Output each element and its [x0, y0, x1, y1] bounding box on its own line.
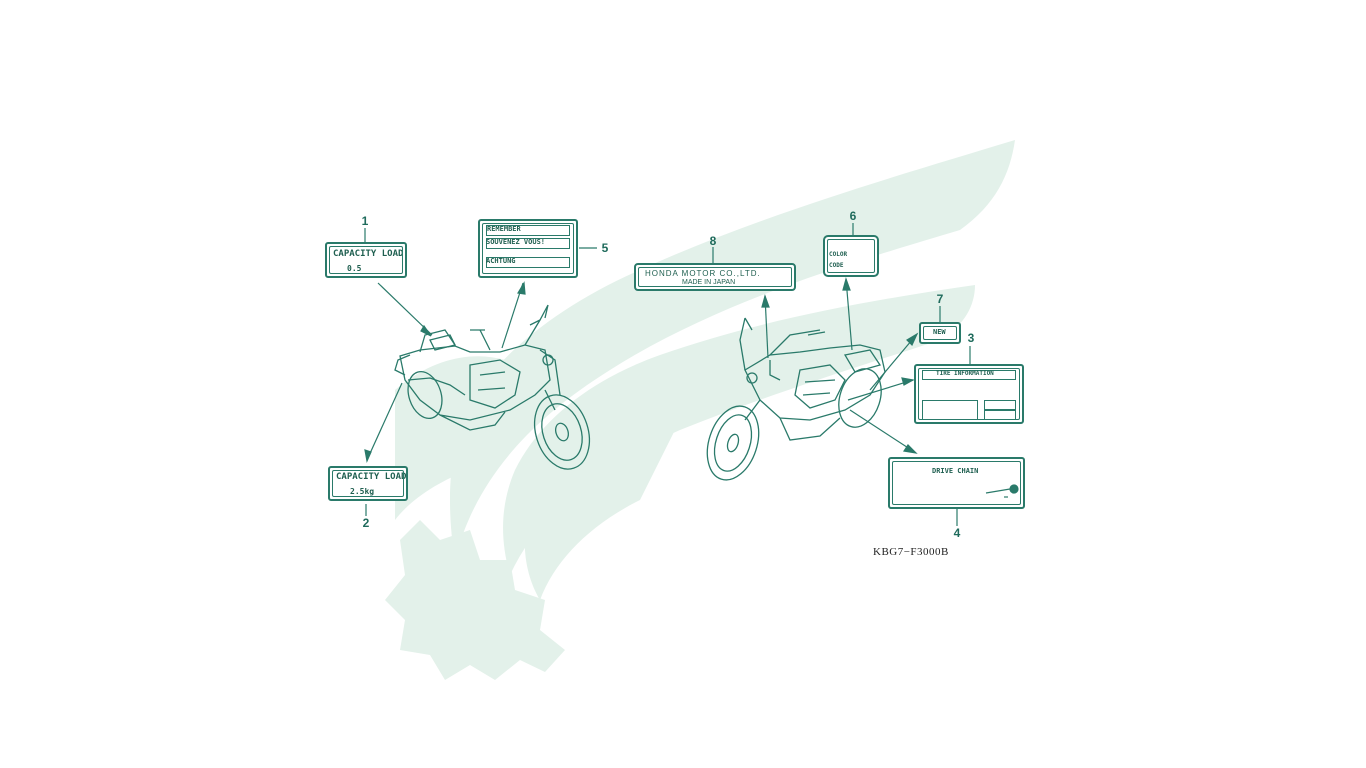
- tire-row-right-2: [984, 410, 1016, 420]
- achtung-row: [486, 257, 570, 268]
- new-text: NEW: [933, 328, 946, 336]
- callout-5: 5: [601, 241, 609, 255]
- achtung-text: ACHTUNG: [486, 257, 516, 265]
- chain-adjuster-icon: [985, 484, 1019, 498]
- capacity-load-title: CAPACITY LOAD: [333, 249, 404, 259]
- callout-8: 8: [709, 234, 717, 248]
- honda-motor-label: HONDA MOTOR CO.,LTD. MADE IN JAPAN: [634, 263, 796, 291]
- right-motorcycle: [706, 317, 886, 481]
- capacity-load-title: CAPACITY LOAD: [336, 472, 407, 482]
- wing-middle: [503, 285, 975, 575]
- tire-title-row: [922, 370, 1016, 380]
- remember-text: REMEMBER: [487, 225, 521, 233]
- color-text: COLOR: [829, 251, 848, 258]
- made-in-japan-text: MADE IN JAPAN: [682, 279, 736, 286]
- honda-motor-text: HONDA MOTOR CO.,LTD.: [645, 269, 761, 278]
- tire-information-label: TIRE INFORMATION: [914, 364, 1024, 424]
- drive-chain-label: DRIVE CHAIN: [888, 457, 1025, 509]
- color-code-label: COLOR CODE: [823, 235, 879, 277]
- leader-lines: [364, 223, 971, 526]
- code-text: CODE: [829, 262, 844, 269]
- callout-1: 1: [361, 214, 369, 228]
- new-label: NEW: [919, 322, 961, 344]
- callout-3: 3: [967, 331, 975, 345]
- capacity-load-label-1: CAPACITY LOAD 0.5: [325, 242, 407, 278]
- remember-label: REMEMBER SOUVENEZ VOUS! ACHTUNG: [478, 219, 578, 278]
- gear-shape: [385, 520, 565, 680]
- tire-row-right-1: [984, 400, 1016, 410]
- callout-6: 6: [849, 209, 857, 223]
- wing-lower: [524, 420, 680, 600]
- remember-row: [486, 225, 570, 236]
- wing-base: [395, 356, 505, 520]
- callout-2: 2: [362, 516, 370, 530]
- capacity-load-value: 2.5kg: [350, 487, 375, 496]
- callout-7: 7: [936, 292, 944, 306]
- left-motorcycle: [394, 304, 591, 470]
- souvenez-row: [486, 238, 570, 249]
- part-code: KBG7−F3000B: [873, 546, 949, 558]
- capacity-load-value: 0.5: [347, 264, 362, 273]
- tire-information-text: TIRE INFORMATION: [936, 370, 994, 377]
- callout-4: 4: [953, 526, 961, 540]
- souvenez-text: SOUVENEZ VOUS!: [486, 238, 546, 246]
- capacity-load-label-2: CAPACITY LOAD 2.5kg: [328, 466, 408, 501]
- tire-row-left: [922, 400, 978, 420]
- drive-chain-text: DRIVE CHAIN: [932, 467, 979, 475]
